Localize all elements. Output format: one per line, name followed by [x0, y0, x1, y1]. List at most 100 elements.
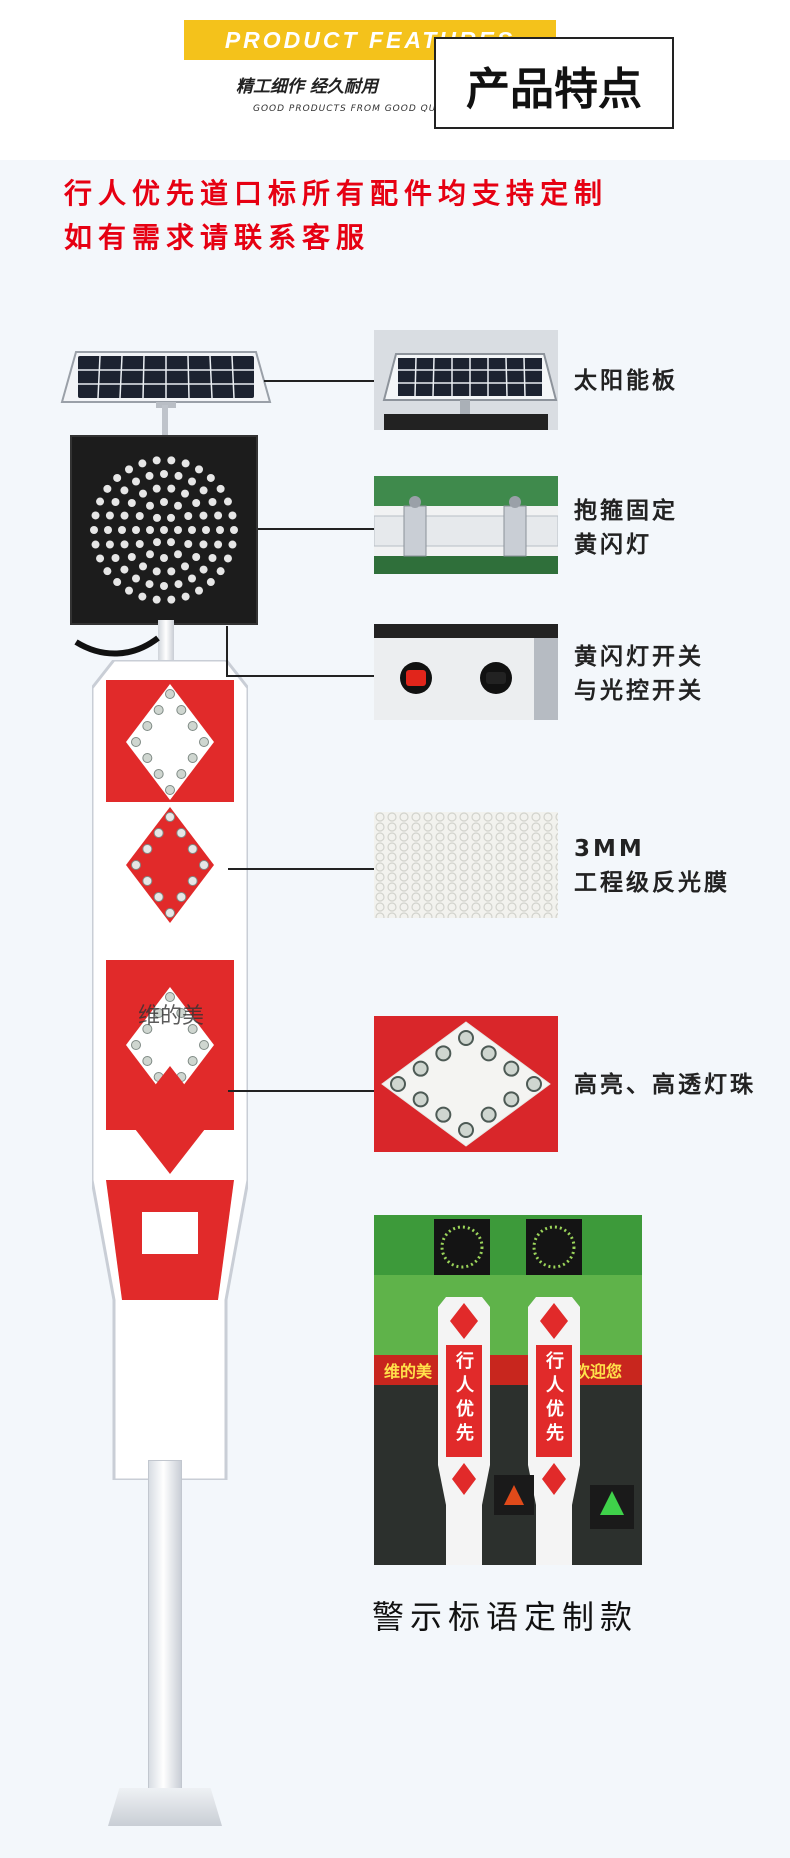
- led-dot: [152, 484, 161, 493]
- led-dot: [105, 540, 114, 549]
- led-dot: [145, 580, 154, 589]
- feature-label-solar: 太阳能板: [574, 364, 678, 398]
- led-dot: [206, 578, 215, 587]
- sign-led-dot: [199, 1040, 209, 1050]
- led-dot: [230, 526, 238, 534]
- led-dot: [160, 554, 168, 562]
- led-dot: [199, 540, 208, 549]
- sign-led-dot: [165, 812, 175, 822]
- led-dot: [120, 565, 129, 574]
- page-title: 产品特点: [466, 64, 642, 115]
- led-dot: [103, 484, 112, 493]
- led-dot: [153, 513, 161, 522]
- led-dot: [199, 565, 208, 574]
- led-dot: [167, 513, 175, 522]
- yellow-flasher-drawing: [70, 435, 258, 625]
- led-dot: [181, 592, 190, 601]
- header: PRODUCT FEATURES 精工细作 经久耐用 GOOD PRODUCTS…: [0, 0, 790, 160]
- notice-line-2: 如有需求请联系客服: [64, 221, 371, 254]
- sign-led-dot: [153, 828, 164, 838]
- photo-banner-text: 维的美: [384, 1362, 433, 1381]
- photo-illustration: 维的美 欢迎您 行 人 优 先 行: [374, 1215, 642, 1565]
- led-dot: [152, 567, 161, 576]
- sign-led-dot: [142, 876, 153, 886]
- led-dot: [208, 554, 217, 562]
- solar-panel-drawing: [60, 351, 272, 408]
- led-dot: [160, 526, 168, 534]
- led-dot: [195, 465, 203, 474]
- led-dot: [195, 586, 203, 595]
- sign-diamond: [126, 987, 214, 1103]
- led-dot: [228, 511, 237, 520]
- led-dot: [105, 511, 114, 520]
- led-dot: [146, 550, 154, 559]
- led-dot: [104, 526, 112, 534]
- sign-led-dot: [187, 876, 198, 886]
- photo-sign-char-2: 人: [456, 1375, 475, 1396]
- led-dot: [184, 540, 193, 548]
- callout-line-solar: [264, 380, 374, 382]
- feature-label-clamp-line1: 抱箍固定: [574, 498, 678, 524]
- led-dot: [214, 540, 223, 549]
- led-dot: [91, 540, 100, 549]
- led-dot: [223, 554, 232, 563]
- led-dot: [146, 526, 154, 534]
- led-dot: [160, 470, 168, 478]
- sign-led-dot: [142, 1024, 153, 1034]
- sign-led-dot: [187, 1056, 198, 1066]
- watermark: 维的美: [138, 1004, 205, 1029]
- led-bead: [390, 1076, 406, 1092]
- clamp-icon: [374, 476, 558, 574]
- feature-label-film: 3MM 工程级反光膜: [574, 832, 730, 900]
- led-dot: [113, 473, 122, 482]
- led-bead: [435, 1106, 452, 1123]
- sign-diamond: [126, 807, 214, 923]
- photo-sign-char-4: 先: [456, 1422, 474, 1444]
- photo-sign2-char-1: 行: [545, 1350, 564, 1372]
- led-dot: [216, 567, 225, 576]
- led-dot: [111, 554, 120, 562]
- sign-led-dot: [142, 753, 153, 763]
- sign-led-dot: [176, 769, 187, 779]
- led-dot: [199, 486, 208, 495]
- led-dot: [127, 499, 136, 508]
- callout-line-film: [228, 868, 374, 870]
- led-dot: [125, 586, 133, 595]
- solar-panel-thumbnail: [374, 330, 558, 430]
- sign-led-dot: [153, 769, 164, 779]
- lower-pole: [148, 1460, 182, 1790]
- led-dot: [139, 489, 147, 498]
- led-dot: [96, 497, 105, 506]
- pole-base: [108, 1788, 222, 1826]
- callout-line-clamp: [258, 528, 374, 530]
- sign-led-dot: [142, 844, 153, 854]
- led-bead: [412, 1060, 429, 1077]
- sign-led-dot: [165, 908, 175, 918]
- led-dot: [125, 465, 133, 474]
- sign-led-dot: [187, 721, 198, 731]
- led-dot: [120, 486, 129, 495]
- led-dot: [135, 512, 144, 520]
- led-dot: [167, 567, 176, 576]
- led-dot: [223, 497, 232, 506]
- led-dot: [120, 540, 129, 549]
- sign-led-dot: [187, 753, 198, 763]
- led-bead: [503, 1060, 520, 1077]
- switch-thumbnail: [374, 624, 558, 720]
- feature-label-solar-line1: 太阳能板: [574, 368, 678, 394]
- led-dot: [184, 512, 193, 520]
- feature-label-clamp: 抱箍固定 黄闪灯: [574, 494, 678, 562]
- feature-label-film-line2: 工程级反光膜: [574, 870, 730, 896]
- sign-led-dot: [176, 892, 187, 902]
- custom-slogan-photo: 维的美 欢迎您 行 人 优 先 行: [374, 1215, 642, 1565]
- photo-sign-char-3: 优: [456, 1398, 474, 1420]
- switch-icon: [374, 624, 558, 720]
- upper-pole: [158, 620, 174, 670]
- sign-led-dot: [165, 992, 175, 1002]
- led-dot: [174, 580, 183, 589]
- feature-label-led: 高亮、高透灯珠: [574, 1068, 756, 1102]
- photo-sign2-char-3: 优: [546, 1398, 564, 1420]
- led-dot: [153, 538, 161, 547]
- sign-led-dot: [187, 844, 198, 854]
- led-dot: [132, 477, 140, 486]
